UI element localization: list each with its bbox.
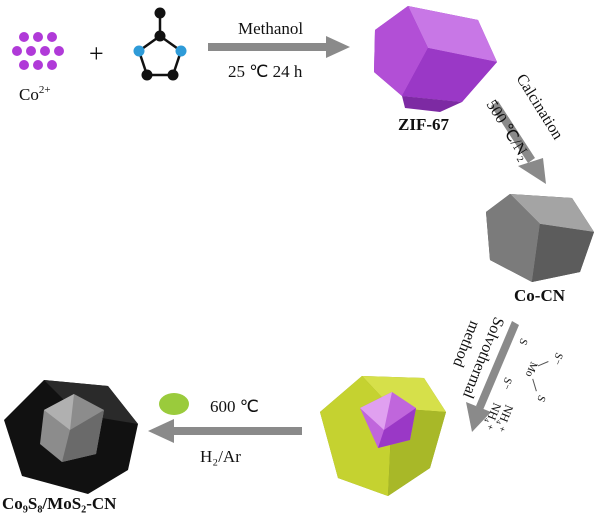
step4-atmosphere: H₂/Ar bbox=[200, 447, 241, 466]
zif67-polyhedron bbox=[374, 6, 497, 112]
step3-arrow bbox=[466, 321, 519, 432]
plus-sign: + bbox=[89, 39, 104, 68]
imidazole-ring-icon bbox=[133, 7, 187, 81]
step1-arrow bbox=[208, 36, 350, 58]
intermediate-polyhedron bbox=[320, 376, 446, 496]
cobalt-ion-cluster bbox=[12, 32, 64, 70]
reagent-s-1: S bbox=[534, 393, 547, 403]
reagent-s-2: S bbox=[516, 337, 529, 347]
cobalt-ion-label: Co2+ bbox=[19, 84, 51, 104]
step2-conditions: 500 ℃/N₂ bbox=[483, 97, 533, 163]
zif67-label: ZIF-67 bbox=[398, 115, 450, 134]
thiomolybdate-reagent: S⁻ S Mo S S⁻ bbox=[498, 337, 565, 404]
step1-solvent: Methanol bbox=[238, 19, 303, 38]
step4-arrow bbox=[148, 419, 302, 443]
co-cn-label: Co-CN bbox=[514, 286, 566, 305]
step2-process: Calcination bbox=[513, 71, 567, 143]
co-cn-polyhedron bbox=[486, 194, 594, 282]
step2-arrow bbox=[491, 101, 546, 184]
step1-conditions: 25 ℃ 24 h bbox=[228, 62, 303, 81]
cobalt-ion-base: Co bbox=[19, 85, 39, 104]
reagent-mo: Mo bbox=[523, 360, 540, 379]
step4-temperature: 600 ℃ bbox=[210, 397, 259, 416]
green-pellet-icon bbox=[159, 393, 189, 415]
reagent-s-minus-1: S⁻ bbox=[549, 351, 565, 367]
reagent-s-minus-2: S⁻ bbox=[498, 375, 514, 391]
cobalt-ion-charge: 2+ bbox=[39, 84, 51, 96]
final-product-label: Co₉S₈/MoS₂-CN bbox=[2, 494, 117, 513]
final-polyhedron bbox=[4, 380, 138, 494]
